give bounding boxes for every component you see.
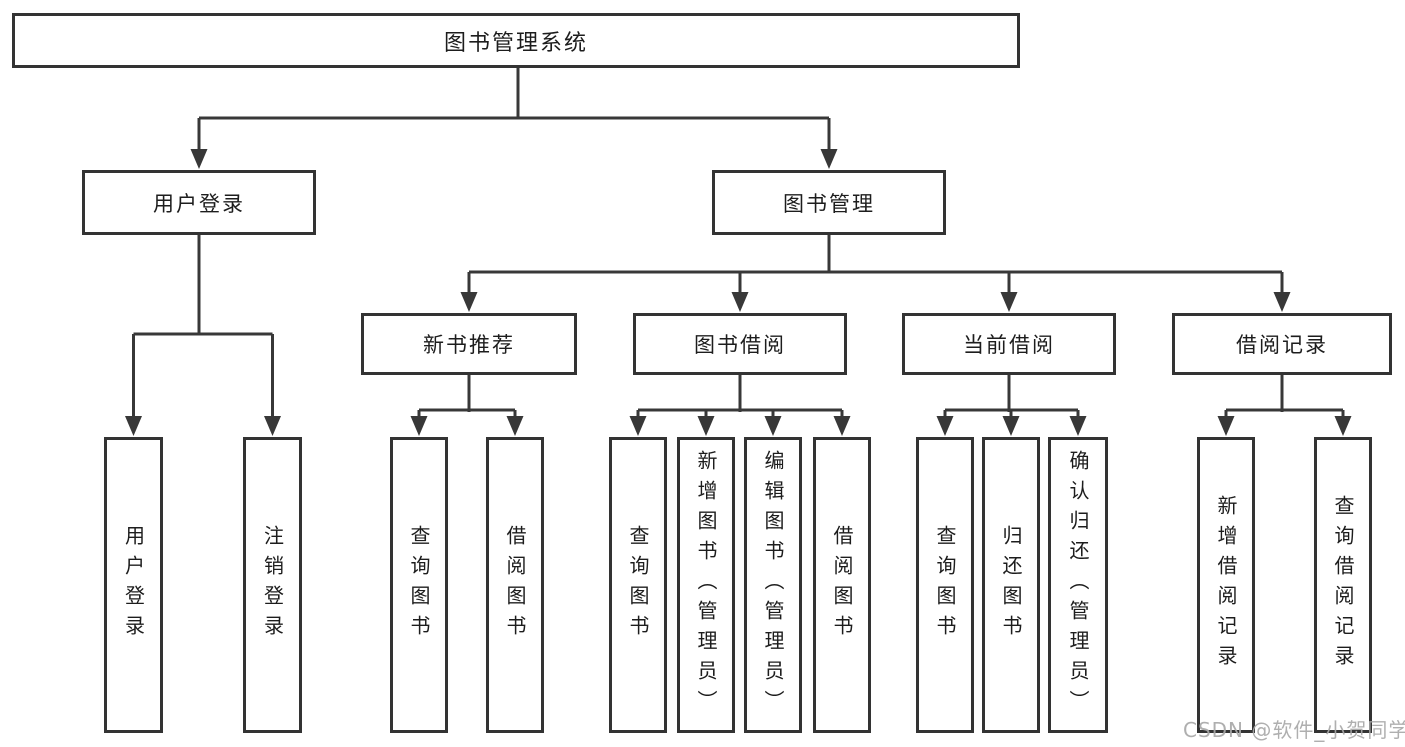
leaf-query-books-borrow-label: 查询图书	[626, 525, 650, 645]
node-new-book-recommend: 新书推荐	[361, 313, 577, 375]
leaf-user-login: 用户登录	[104, 437, 163, 733]
leaf-borrow-books-recommend-label: 借阅图书	[503, 525, 527, 645]
leaf-logout: 注销登录	[243, 437, 302, 733]
leaf-query-books-recommend: 查询图书	[390, 437, 448, 733]
node-book-management-label: 图书管理	[783, 191, 875, 216]
leaf-query-books-current: 查询图书	[916, 437, 974, 733]
leaf-query-borrow-record-label: 查询借阅记录	[1331, 495, 1355, 675]
tree-edges	[132, 68, 1345, 420]
leaf-add-book-admin-label: 新增图书（管理员）	[694, 450, 718, 720]
node-book-management: 图书管理	[712, 170, 946, 235]
watermark: CSDN @软件_小贺同学	[1183, 718, 1405, 742]
leaf-return-book-label: 归还图书	[999, 525, 1023, 645]
leaf-confirm-return-admin-label: 确认归还（管理员）	[1066, 450, 1090, 720]
leaf-return-book: 归还图书	[982, 437, 1040, 733]
node-current-borrow: 当前借阅	[902, 313, 1116, 375]
leaf-borrow-books-borrow: 借阅图书	[813, 437, 871, 733]
arrowheads	[125, 149, 1352, 436]
leaf-add-borrow-record-label: 新增借阅记录	[1214, 495, 1238, 675]
leaf-borrow-books-recommend: 借阅图书	[486, 437, 544, 733]
node-borrow-records-label: 借阅记录	[1236, 333, 1328, 357]
leaf-borrow-books-borrow-label: 借阅图书	[830, 525, 854, 645]
node-user-login-label: 用户登录	[153, 191, 245, 216]
node-new-book-recommend-label: 新书推荐	[423, 333, 515, 357]
leaf-user-login-label: 用户登录	[121, 525, 146, 645]
node-root: 图书管理系统	[12, 13, 1020, 68]
node-book-borrow: 图书借阅	[633, 313, 847, 375]
leaf-add-book-admin: 新增图书（管理员）	[677, 437, 735, 733]
leaf-query-books-borrow: 查询图书	[609, 437, 667, 733]
node-book-borrow-label: 图书借阅	[694, 333, 786, 357]
node-borrow-records: 借阅记录	[1172, 313, 1392, 375]
node-current-borrow-label: 当前借阅	[963, 333, 1055, 357]
leaf-edit-book-admin-label: 编辑图书（管理员）	[761, 450, 785, 720]
leaf-logout-label: 注销登录	[260, 525, 285, 645]
leaf-query-borrow-record: 查询借阅记录	[1314, 437, 1372, 733]
node-root-label: 图书管理系统	[443, 30, 588, 56]
leaf-edit-book-admin: 编辑图书（管理员）	[744, 437, 802, 733]
leaf-query-books-current-label: 查询图书	[933, 525, 957, 645]
leaf-add-borrow-record: 新增借阅记录	[1197, 437, 1255, 733]
leaf-query-books-recommend-label: 查询图书	[407, 525, 431, 645]
leaf-confirm-return-admin: 确认归还（管理员）	[1048, 437, 1108, 733]
node-user-login: 用户登录	[82, 170, 316, 235]
